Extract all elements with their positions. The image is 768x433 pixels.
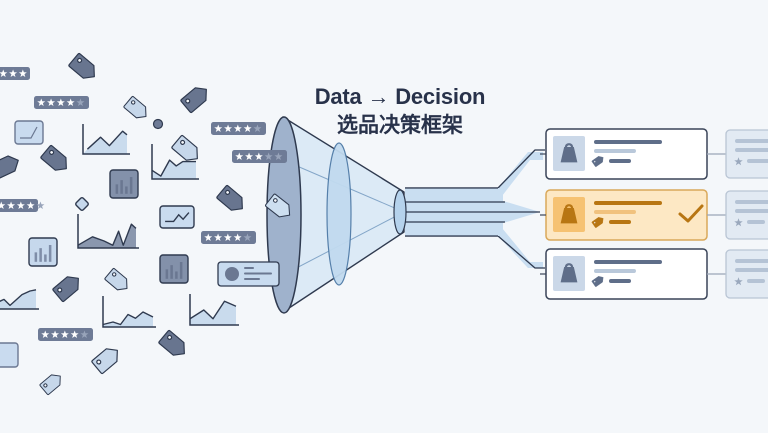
diamond-icon (75, 197, 89, 211)
line-chart-icon (189, 294, 239, 326)
bar-chart-icon (159, 254, 189, 284)
entering-items (217, 193, 295, 287)
side-detail-card[interactable] (725, 190, 768, 240)
checkmark-icon (678, 204, 704, 223)
star-rating-badge (232, 150, 287, 163)
price-tag-icon (215, 184, 249, 216)
funnel (266, 116, 545, 314)
output-stream (405, 149, 545, 269)
star-rating-badge (34, 96, 89, 109)
title-line (594, 201, 662, 205)
selected-candidate-card[interactable] (545, 189, 708, 241)
line-chart-icon (77, 214, 139, 249)
line-chart-icon (102, 296, 156, 328)
price-tag-icon (39, 144, 73, 176)
price-tag-icon (103, 267, 133, 295)
candidate-card[interactable] (545, 128, 708, 180)
star-rating-badge (0, 199, 45, 212)
candidate-card[interactable] (545, 248, 708, 300)
trend-card-icon (159, 205, 195, 229)
price-tag-icon (179, 82, 213, 114)
output-candidates (540, 128, 768, 300)
price-tag-icon (67, 52, 101, 84)
bar-chart-icon (109, 169, 139, 199)
star-rating-badge (211, 122, 266, 135)
title-line (594, 140, 662, 144)
star-rating-badge (201, 231, 256, 244)
dot-icon (152, 118, 164, 130)
data-card-icon (0, 342, 19, 368)
star-rating-badge (38, 328, 93, 341)
side-detail-card[interactable] (725, 249, 768, 299)
price-tag-icon (122, 95, 152, 123)
line-chart-icon (151, 144, 199, 180)
profile-card-icon (217, 261, 280, 287)
line-chart-icon (0, 289, 39, 310)
price-line (609, 159, 631, 163)
title-chinese: 选品决策框架 (337, 113, 463, 137)
bar-chart-icon (28, 237, 58, 267)
star-rating-badge (0, 67, 30, 80)
data-card-icon (14, 120, 44, 145)
subtitle-line (594, 210, 636, 214)
diagram-title: Data → Decision 选品决策框架 (300, 84, 500, 138)
price-tag-icon (90, 343, 124, 375)
price-tag-icon (51, 271, 85, 303)
price-tag-icon (0, 152, 23, 180)
price-line (609, 220, 631, 224)
subtitle-line (594, 149, 636, 153)
price-line (609, 279, 631, 283)
side-detail-card[interactable] (725, 129, 768, 179)
line-chart-icon (82, 124, 130, 155)
price-tag-icon (170, 134, 204, 166)
price-tag-icon (157, 329, 191, 361)
title-line (594, 260, 662, 264)
input-data-cloud (0, 52, 287, 396)
subtitle-line (594, 269, 636, 273)
price-tag-icon (39, 370, 65, 396)
title-english: Data → Decision (314, 84, 486, 109)
